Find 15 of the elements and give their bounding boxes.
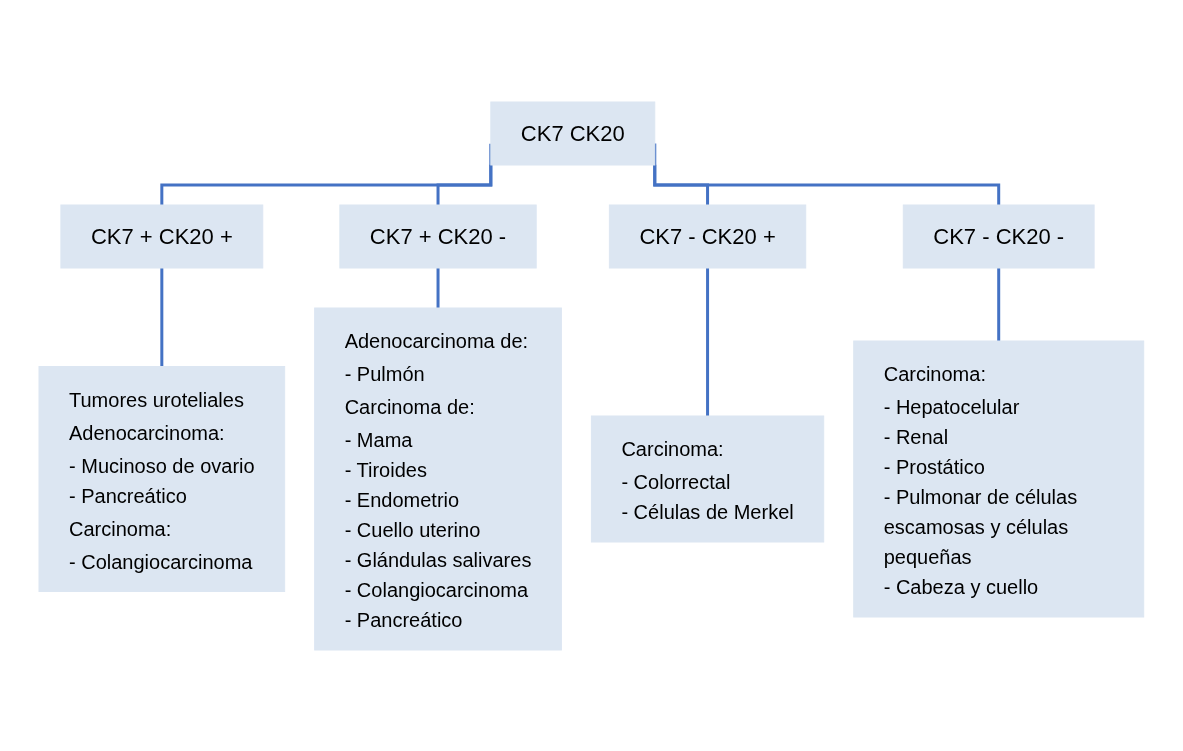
connector (997, 267, 1001, 342)
node-box: CK7 CK20 (490, 101, 656, 165)
connector (653, 142, 1001, 206)
node-box: CK7 + CK20 - (339, 204, 537, 268)
node-box: Adenocarcinoma de: - Pulmón Carcinoma de: - Mama - Tiroides - Endometrio - Cuello uterino - Glándulas salivares - Colangiocarcinoma - Pancreático (314, 307, 563, 650)
node-box: Tumores uroteliales Adenocarcinoma: - Mucinoso de ovario - Pancreático Carcinoma: - Colangiocarcinoma (38, 365, 286, 592)
node-box: Carcinoma: - Colorrectal - Células de Merkel (591, 415, 825, 542)
node-box: CK7 - CK20 + (609, 204, 807, 268)
connector (436, 164, 493, 206)
node-box: CK7 + CK20 + (60, 204, 264, 268)
connector (160, 267, 164, 368)
connector (436, 267, 440, 309)
node-box: Carcinoma: - Hepatocelular - Renal - Prostático - Pulmonar de células escamosas y células pequeñas - Cabeza y cuello (853, 340, 1145, 617)
connector (706, 267, 710, 417)
node-box: CK7 - CK20 - (902, 204, 1095, 268)
